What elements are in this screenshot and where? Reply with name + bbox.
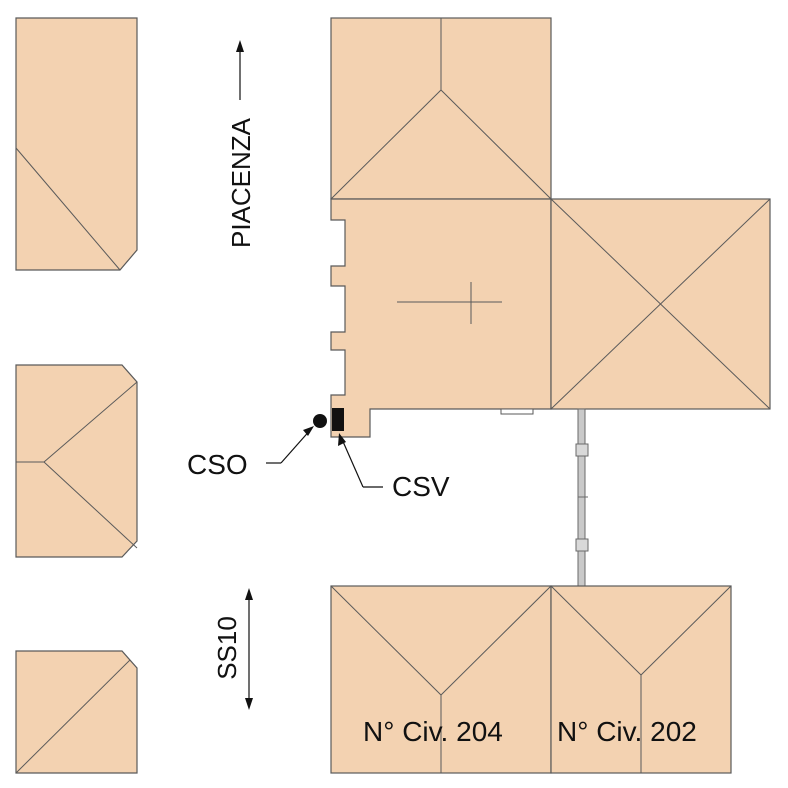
doorstep xyxy=(500,408,534,415)
building-north xyxy=(330,17,552,200)
building-west-bottom xyxy=(15,650,138,774)
cso-label: CSO xyxy=(187,449,248,480)
utility-line xyxy=(575,408,589,587)
cso-leader xyxy=(266,426,314,464)
csv-leader xyxy=(338,433,383,488)
building-central xyxy=(330,198,552,438)
street-name-south: SS10 xyxy=(212,616,242,680)
building-east xyxy=(550,198,771,410)
cso-marker xyxy=(313,414,327,428)
building-west-middle xyxy=(15,364,138,558)
building-civ-204 xyxy=(330,585,552,774)
civic-number-202: N° Civ. 202 xyxy=(557,716,697,747)
building-west-top xyxy=(15,17,138,271)
csv-marker xyxy=(332,408,344,431)
street-arrow-south xyxy=(245,588,253,710)
building-civ-202 xyxy=(550,585,732,774)
civic-number-204: N° Civ. 204 xyxy=(363,716,503,747)
csv-label: CSV xyxy=(392,471,450,502)
street-arrow-north xyxy=(236,40,244,100)
street-name-north: PIACENZA xyxy=(226,117,256,248)
